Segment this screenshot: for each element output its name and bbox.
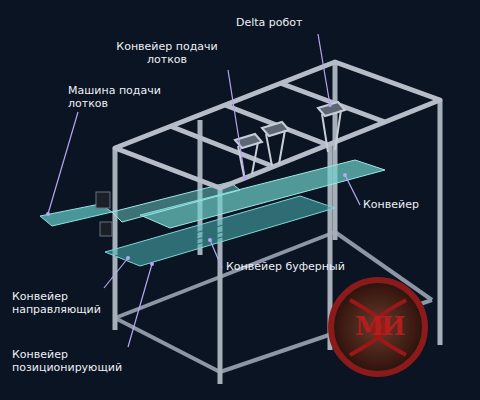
feed-machine xyxy=(96,192,110,208)
watermark-letter: И xyxy=(381,312,405,340)
callout-label: Конвейер подачи лотков xyxy=(112,40,222,66)
feed-machine xyxy=(100,222,112,236)
callout-label: Конвейер xyxy=(363,198,443,211)
callout-label: Машина подачи лотков xyxy=(68,84,168,110)
watermark-logo xyxy=(331,280,425,374)
callout-label: Конвейер позиционирующий xyxy=(12,348,127,374)
callout-label: Delta робот xyxy=(236,16,336,29)
watermark-letter: М xyxy=(355,312,379,340)
callout-label: Конвейер буферный xyxy=(226,260,366,273)
leader-lines xyxy=(48,34,360,347)
leader-dots xyxy=(46,103,347,266)
frame-top xyxy=(115,62,440,188)
callout-label: Конвейер направляющий xyxy=(12,290,112,316)
delta-robots xyxy=(235,102,345,176)
